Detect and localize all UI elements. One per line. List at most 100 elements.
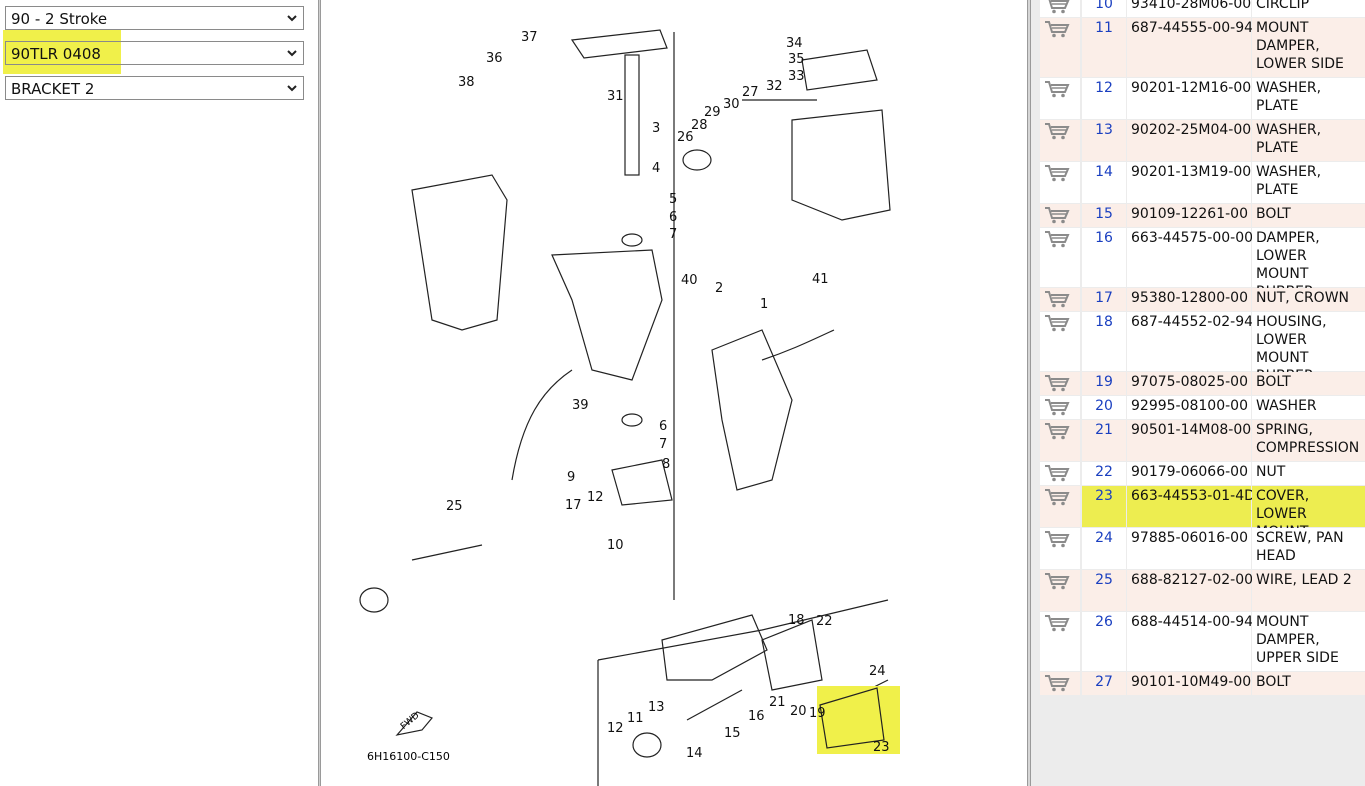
- callout-24[interactable]: 24: [869, 664, 886, 679]
- callout-37[interactable]: 37: [521, 30, 538, 45]
- part-number: 688-44514-00-94: [1127, 612, 1253, 671]
- callout-6b[interactable]: 6: [659, 419, 667, 434]
- add-to-cart-button[interactable]: [1040, 162, 1080, 203]
- part-description: NUT, CROWN: [1252, 288, 1365, 311]
- part-ref-link[interactable]: 16: [1082, 228, 1126, 287]
- add-to-cart-button[interactable]: [1040, 420, 1080, 461]
- callout-17[interactable]: 17: [565, 498, 582, 513]
- callout-32[interactable]: 32: [766, 79, 783, 94]
- callout-16[interactable]: 16: [748, 709, 765, 724]
- callout-31[interactable]: 31: [607, 89, 624, 104]
- part-ref-link[interactable]: 19: [1082, 372, 1126, 395]
- add-to-cart-button[interactable]: [1040, 120, 1080, 161]
- part-ref-link[interactable]: 24: [1082, 528, 1126, 569]
- callout-22[interactable]: 22: [816, 614, 833, 629]
- callout-19[interactable]: 19: [809, 706, 826, 721]
- part-ref-link[interactable]: 15: [1082, 204, 1126, 227]
- callout-25[interactable]: 25: [446, 499, 463, 514]
- callout-2[interactable]: 2: [715, 281, 723, 296]
- add-to-cart-button[interactable]: [1040, 312, 1080, 371]
- parts-diagram: 1 2 3 4 5 6 7 6 7 8 9 10 11 12 12 13 14 …: [322, 0, 1027, 786]
- assembly-select[interactable]: BRACKET 2: [5, 76, 304, 100]
- add-to-cart-button[interactable]: [1040, 612, 1080, 671]
- add-to-cart-button[interactable]: [1040, 462, 1080, 485]
- callout-28[interactable]: 28: [691, 118, 708, 133]
- part-description: SCREW, PAN HEAD: [1252, 528, 1365, 569]
- callout-7b[interactable]: 7: [659, 437, 667, 452]
- add-to-cart-button[interactable]: [1040, 528, 1080, 569]
- part-number: 90201-13M19-00: [1127, 162, 1251, 203]
- callout-35[interactable]: 35: [788, 52, 805, 67]
- add-to-cart-button[interactable]: [1040, 18, 1080, 77]
- callout-29[interactable]: 29: [704, 105, 721, 120]
- callout-11[interactable]: 11: [627, 711, 644, 726]
- add-to-cart-button[interactable]: [1040, 570, 1080, 611]
- model-select[interactable]: 90TLR 0408: [5, 41, 304, 65]
- callout-12b[interactable]: 12: [607, 721, 624, 736]
- callout-10[interactable]: 10: [607, 538, 624, 553]
- callout-33[interactable]: 33: [788, 69, 805, 84]
- part-ref-link[interactable]: 20: [1082, 396, 1126, 419]
- add-to-cart-button[interactable]: [1040, 372, 1080, 395]
- part-ref-link[interactable]: 21: [1082, 420, 1126, 461]
- panel-splitter-right[interactable]: [1027, 0, 1031, 786]
- part-ref-link[interactable]: 10: [1082, 0, 1126, 17]
- callout-40[interactable]: 40: [681, 273, 698, 288]
- part-ref-link[interactable]: 18: [1082, 312, 1126, 371]
- callout-6[interactable]: 6: [669, 210, 677, 225]
- part-ref-link[interactable]: 22: [1082, 462, 1126, 485]
- part-ref-link[interactable]: 25: [1082, 570, 1126, 611]
- part-ref-link[interactable]: 17: [1082, 288, 1126, 311]
- model-value: 90TLR 0408: [11, 45, 101, 63]
- callout-18[interactable]: 18: [788, 613, 805, 628]
- callout-41[interactable]: 41: [812, 272, 829, 287]
- callout-13[interactable]: 13: [648, 700, 665, 715]
- add-to-cart-button[interactable]: [1040, 204, 1080, 227]
- part-ref-link[interactable]: 12: [1082, 78, 1126, 119]
- callout-30[interactable]: 30: [723, 97, 740, 112]
- callout-20[interactable]: 20: [790, 704, 807, 719]
- callout-7[interactable]: 7: [669, 227, 677, 242]
- callout-4[interactable]: 4: [652, 161, 660, 176]
- add-to-cart-button[interactable]: [1040, 486, 1080, 527]
- callout-26[interactable]: 26: [677, 130, 694, 145]
- part-ref-link[interactable]: 27: [1082, 672, 1126, 695]
- part-ref-link[interactable]: 14: [1082, 162, 1126, 203]
- callout-9[interactable]: 9: [567, 470, 575, 485]
- callout-5[interactable]: 5: [669, 192, 677, 207]
- engine-type-select[interactable]: 90 - 2 Stroke: [5, 6, 304, 30]
- callout-15[interactable]: 15: [724, 726, 741, 741]
- add-to-cart-button[interactable]: [1040, 78, 1080, 119]
- add-to-cart-button[interactable]: [1040, 288, 1080, 311]
- add-to-cart-button[interactable]: [1040, 396, 1080, 419]
- callout-1[interactable]: 1: [760, 297, 768, 312]
- part-ref-link[interactable]: 23: [1082, 486, 1126, 527]
- part-description: NUT: [1252, 462, 1365, 485]
- cart-icon: [1045, 81, 1070, 98]
- part-ref-link[interactable]: 26: [1082, 612, 1126, 671]
- callout-34[interactable]: 34: [786, 36, 803, 51]
- part-ref-link[interactable]: 11: [1082, 18, 1126, 77]
- callout-3[interactable]: 3: [652, 121, 660, 136]
- callout-14[interactable]: 14: [686, 746, 703, 761]
- callout-8[interactable]: 8: [662, 457, 670, 472]
- callout-27[interactable]: 27: [742, 85, 759, 100]
- add-to-cart-button[interactable]: [1040, 228, 1080, 287]
- callout-21[interactable]: 21: [769, 695, 786, 710]
- callout-12[interactable]: 12: [587, 490, 604, 505]
- part-description: WIRE, LEAD 2: [1252, 570, 1365, 611]
- callout-36[interactable]: 36: [486, 51, 503, 66]
- part-ref-link[interactable]: 13: [1082, 120, 1126, 161]
- panel-splitter-left[interactable]: [318, 0, 321, 786]
- add-to-cart-button[interactable]: [1040, 0, 1080, 17]
- callout-39[interactable]: 39: [572, 398, 589, 413]
- callout-23[interactable]: 23: [873, 740, 890, 755]
- add-to-cart-button[interactable]: [1040, 672, 1080, 695]
- callout-38[interactable]: 38: [458, 75, 475, 90]
